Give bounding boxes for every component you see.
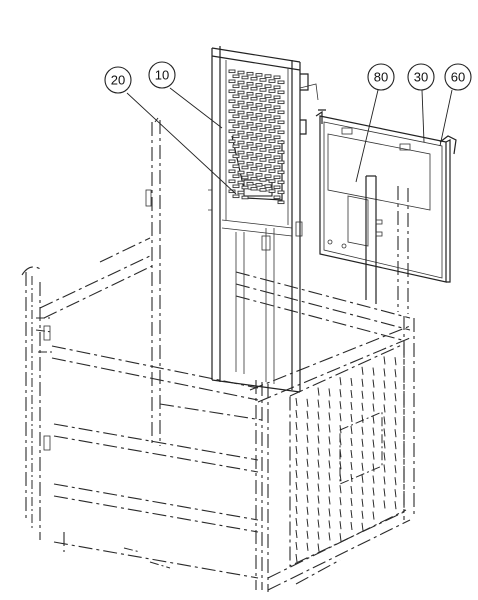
callout-label-20: 20 <box>111 73 125 88</box>
callout-balloon-20: 20 <box>104 66 132 94</box>
phantom-front-gate <box>289 343 405 567</box>
callout-label-30: 30 <box>414 70 428 85</box>
leader-20 <box>126 92 237 195</box>
callout-balloon-10: 10 <box>148 61 176 89</box>
callout-label-60: 60 <box>451 70 465 85</box>
callout-balloon-30: 30 <box>407 63 435 91</box>
mast-assembly <box>208 46 319 393</box>
phantom-back-post <box>145 117 161 446</box>
leader-80 <box>355 89 379 183</box>
leader-30 <box>421 89 425 143</box>
side-panel-assembly <box>315 109 457 283</box>
phantom-left-post <box>21 266 53 540</box>
callout-leaders <box>126 87 453 195</box>
callout-balloon-80: 80 <box>367 63 395 91</box>
leader-60 <box>439 89 453 147</box>
phantom-top-rails <box>39 237 411 403</box>
mast-slot-pattern <box>228 69 285 205</box>
phantom-side-bands <box>53 403 263 579</box>
callout-label-80: 80 <box>374 70 388 85</box>
leader-10 <box>169 87 223 129</box>
phantom-bottom-rails <box>123 509 411 591</box>
callout-label-10: 10 <box>155 68 169 83</box>
callout-balloon-60: 60 <box>444 63 472 91</box>
hanger-bracket <box>365 175 383 304</box>
